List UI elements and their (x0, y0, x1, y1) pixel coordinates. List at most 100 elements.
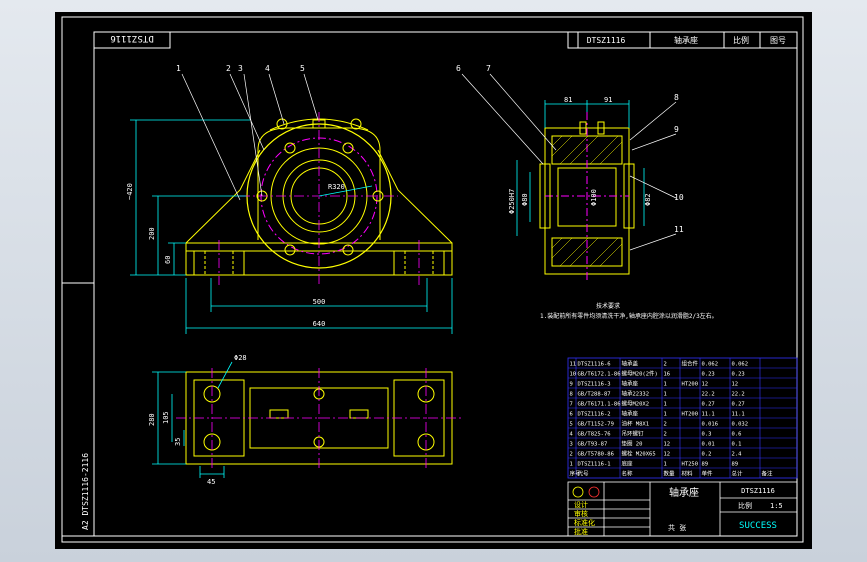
bom-cell: 2 (664, 362, 667, 368)
bom-cell: HT200 (682, 382, 699, 388)
bom-cell: 0.016 (702, 422, 719, 428)
side-dim-text: 81 91 Φ80 Φ250H7 Φ100 Φ82 (508, 96, 652, 214)
bom-header-cell: 序号 (570, 470, 582, 478)
bom-header-cell: 代号 (578, 470, 590, 478)
bom-cell: GB/T1152-79 (578, 422, 614, 428)
bom-cell: DTSZ1116-6 (578, 362, 611, 368)
side-code-text: A2 DTSZ1116-2116 (81, 453, 90, 530)
bom-cell: 0.27 (702, 402, 715, 408)
side-strip (61, 282, 95, 537)
bom-header-cell: 数量 (664, 470, 676, 478)
notes-title: 技术要求 (596, 302, 620, 310)
bom-cell: 1 (570, 462, 573, 468)
bom-cell: 1 (664, 412, 667, 418)
bom-cell: 5 (570, 422, 573, 428)
bom-cell: 1 (664, 402, 667, 408)
bom-cell: 螺母M20X2 (622, 400, 650, 408)
bom-cell: 16 (664, 372, 671, 378)
notes-line: 1.装配前所有零件均须清洗干净,轴承座内腔涂以润滑脂2/3左右。 (540, 312, 718, 320)
bom-cell: 22.2 (732, 392, 745, 398)
front-balloons: 1 2 3 4 5 (176, 64, 305, 73)
bom-cell: 轴承座 (622, 410, 639, 418)
side-leaders (461, 73, 677, 251)
bom-cell: 11.1 (732, 412, 745, 418)
bom-cell: GB/T6172.1-86 (578, 372, 621, 378)
bom-header-cell: 名称 (622, 470, 634, 478)
title-sheet: 1:5 (770, 502, 783, 510)
bom-cell: 轴承22332 (622, 390, 650, 398)
title-row-2: 标准化 (574, 518, 595, 527)
plan-dim-text: 280 105 35 45 Φ28 (148, 354, 247, 486)
bom-cell: 4 (570, 432, 574, 438)
title-drawing-code: DTSZ1116 (741, 487, 775, 495)
dim-plan-hole: Φ28 (234, 354, 247, 362)
bom-cell: 0.062 (702, 362, 719, 368)
bom-cell: 垫圈 20 (622, 440, 643, 448)
bom-header-cell: 总计 (732, 470, 744, 478)
bom-cell: 螺母M20(2件) (622, 370, 658, 378)
dim-bore-4: Φ82 (644, 193, 652, 206)
front-dimensions (130, 119, 453, 334)
bom-cell: 0.1 (732, 442, 742, 448)
dim-bolt-span: 500 (313, 298, 326, 306)
bom-cell: 轴承座 (622, 380, 639, 388)
balloon-2: 2 (226, 64, 231, 73)
balloon-8: 8 (674, 93, 679, 102)
side-balloons: 6 7 8 9 10 11 (456, 64, 684, 234)
front-centerlines (218, 112, 420, 285)
title-scale-label: 比例 (738, 501, 752, 510)
side-hatch (551, 135, 623, 267)
bom-cell: 0.3 (702, 432, 712, 438)
cad-viewport[interactable]: DTSZ1116 A2 DTSZ1116-2116 DTSZ1116 轴承座 比… (55, 12, 812, 549)
bom-cell: HT200 (682, 412, 699, 418)
dim-side-left: 81 (564, 96, 572, 104)
company-logo-text: SUCCESS (739, 521, 777, 531)
bom-cell: 12 (664, 452, 671, 458)
bom-cell: DTSZ1116-1 (578, 462, 611, 468)
top-title-cell-1: 轴承座 (674, 35, 698, 45)
bom-cell: 1 (664, 382, 667, 388)
bom-cell: 0.032 (732, 422, 749, 428)
balloon-7: 7 (486, 64, 491, 73)
title-block (567, 481, 798, 537)
bom-cell: GB/T288-87 (578, 392, 611, 398)
balloon-9: 9 (674, 125, 679, 134)
code-box-top-left (93, 31, 171, 49)
dim-plan-inner: 105 (162, 411, 170, 424)
title-footer: 共 张 (668, 523, 686, 532)
bom-cell: 2 (664, 422, 667, 428)
bom-cell: 1 (664, 462, 667, 468)
bom-cell: 底座 (622, 460, 634, 468)
side-dimensions (516, 100, 645, 236)
dim-plan-small: 35 (174, 438, 182, 446)
bom-cell: 0.23 (732, 372, 745, 378)
bom-cell: GB/T6171.1-86 (578, 402, 621, 408)
bom-cell: 0.2 (702, 452, 712, 458)
balloon-1: 1 (176, 64, 181, 73)
bom-cell: 11.1 (702, 412, 715, 418)
bom-cell: 9 (570, 382, 573, 388)
front-dim-text: ~420 200 60 500 640 R320 (126, 183, 345, 328)
side-view (539, 112, 635, 282)
bom-cell: DTSZ1116-3 (578, 382, 611, 388)
bom-cell: 89 (732, 462, 739, 468)
dim-plan-foot: 45 (207, 478, 215, 486)
bom-cell: 12 (732, 382, 739, 388)
inner-frame (93, 31, 798, 537)
balloon-11: 11 (674, 225, 684, 234)
dim-bore-2: Φ250H7 (508, 189, 516, 214)
balloon-4: 4 (265, 64, 270, 73)
bom-header-cell: 单件 (702, 470, 714, 478)
title-row-1: 审核 (574, 509, 588, 518)
bom-cell: GB/T93-87 (578, 442, 608, 448)
technical-notes: 技术要求 1.装配前所有零件均须清洗干净,轴承座内腔涂以润滑脂2/3左右。 (540, 302, 718, 320)
bom-cell: 吊环螺钉 (622, 430, 645, 438)
bom-cell: 0.062 (732, 362, 749, 368)
bom-cell: 0.01 (702, 442, 715, 448)
outer-frame (61, 16, 804, 543)
bom-cell: HT250 (682, 462, 699, 468)
dim-radius: R320 (328, 183, 345, 191)
bom-cell: 油杯 M8X1 (622, 420, 650, 428)
bom-cell: 10 (570, 372, 577, 378)
